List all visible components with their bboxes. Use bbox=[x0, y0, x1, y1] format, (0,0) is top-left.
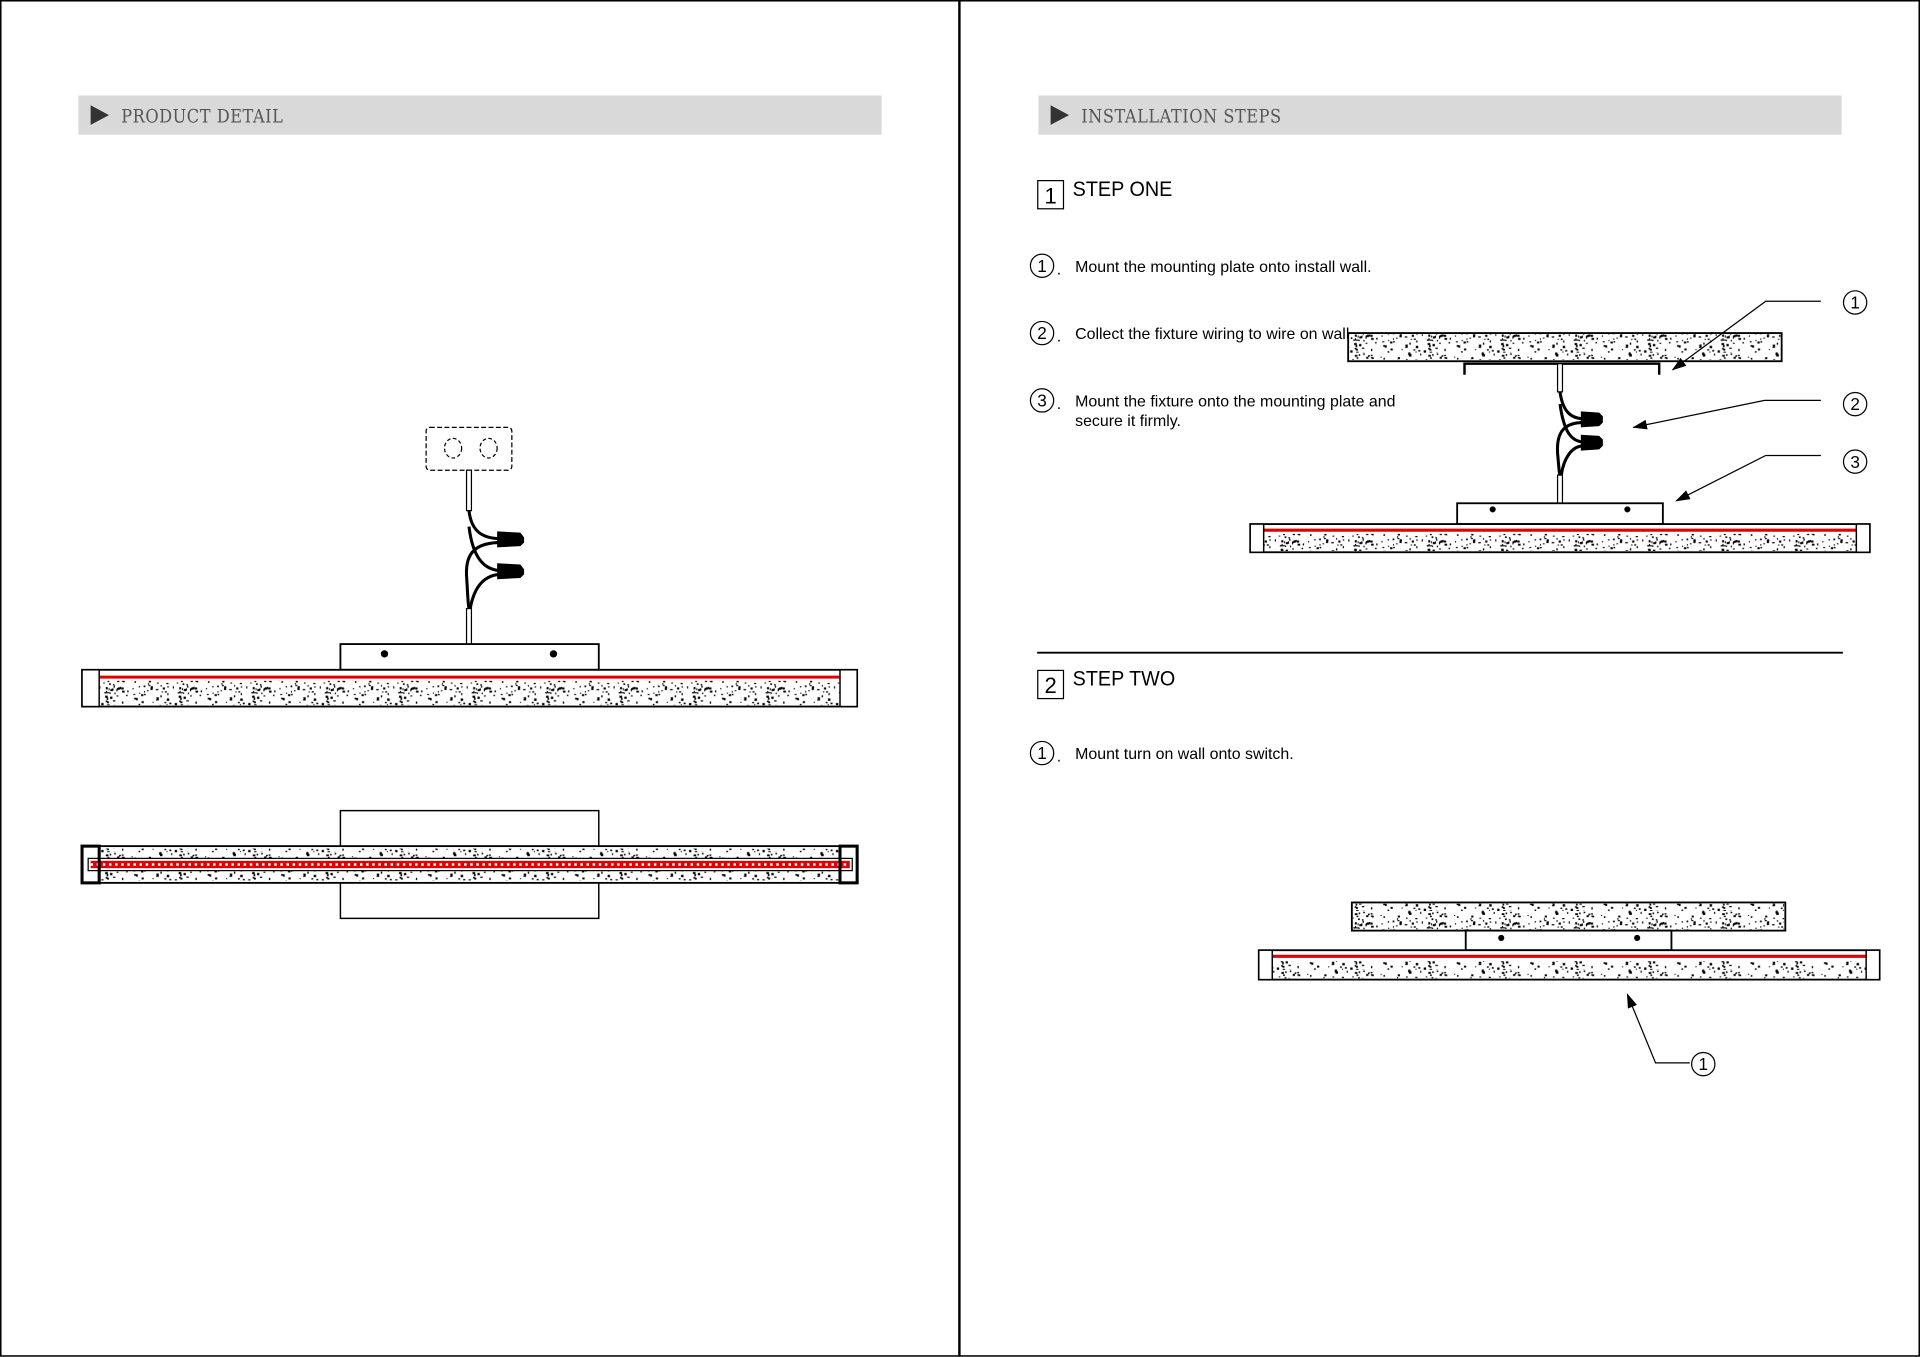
cable bbox=[465, 469, 473, 512]
wire-nut-icon bbox=[1580, 434, 1603, 451]
product-side-view bbox=[81, 426, 859, 708]
section-header-installation-steps: INSTALLATION STEPS bbox=[1038, 95, 1842, 135]
callout-number: 1 bbox=[1691, 1051, 1716, 1077]
wire-nut-icon bbox=[497, 531, 525, 548]
triangle-right-icon bbox=[1050, 105, 1069, 125]
section-title: PRODUCT DETAIL bbox=[121, 105, 284, 128]
step-title: STEP TWO bbox=[1072, 667, 1176, 691]
instruction-text: Mount the fixture onto the mounting plat… bbox=[1075, 391, 1396, 411]
cable bbox=[465, 607, 473, 646]
item-number: 1 bbox=[1029, 253, 1055, 278]
wires bbox=[465, 510, 503, 609]
triangle-right-icon bbox=[90, 105, 109, 125]
junction-hole bbox=[443, 437, 463, 459]
mounting-plate bbox=[1456, 502, 1664, 526]
callout-number: 2 bbox=[1842, 391, 1868, 417]
item-number: 3 bbox=[1029, 388, 1055, 413]
instruction-text: Mount the mounting plate onto install wa… bbox=[1075, 257, 1372, 276]
step-two-diagram bbox=[1257, 901, 1881, 1064]
instruction-text: Collect the fixture wiring to wire on wa… bbox=[1075, 324, 1354, 343]
step-one-diagram bbox=[1249, 300, 1871, 554]
step-number: 1 bbox=[1037, 180, 1065, 210]
callout-number: 1 bbox=[1842, 290, 1868, 315]
wire-nut-icon bbox=[497, 563, 525, 580]
product-top-view bbox=[80, 809, 859, 920]
callout-lines bbox=[1632, 300, 1821, 502]
junction-hole bbox=[479, 437, 498, 459]
callout-number: 3 bbox=[1842, 449, 1868, 474]
item-number: 2 bbox=[1029, 320, 1055, 346]
junction-box bbox=[425, 426, 513, 471]
end-cap bbox=[839, 669, 858, 708]
end-cap bbox=[81, 669, 100, 708]
step-number: 2 bbox=[1037, 669, 1065, 700]
item-number: 1 bbox=[1029, 740, 1055, 766]
section-header-product-detail: PRODUCT DETAIL bbox=[78, 95, 882, 135]
step-title: STEP ONE bbox=[1072, 177, 1173, 201]
instruction-text: Mount turn on wall onto switch. bbox=[1075, 744, 1294, 763]
mounting-plate bbox=[1464, 929, 1673, 952]
mounting-plate bbox=[339, 643, 600, 671]
section-title: INSTALLATION STEPS bbox=[1081, 105, 1282, 128]
end-cap bbox=[838, 844, 859, 885]
callout-line bbox=[1626, 993, 1690, 1064]
instruction-text-continued: secure it firmly. bbox=[1075, 411, 1181, 430]
end-cap bbox=[80, 844, 101, 885]
wire-nut-icon bbox=[1580, 411, 1603, 428]
